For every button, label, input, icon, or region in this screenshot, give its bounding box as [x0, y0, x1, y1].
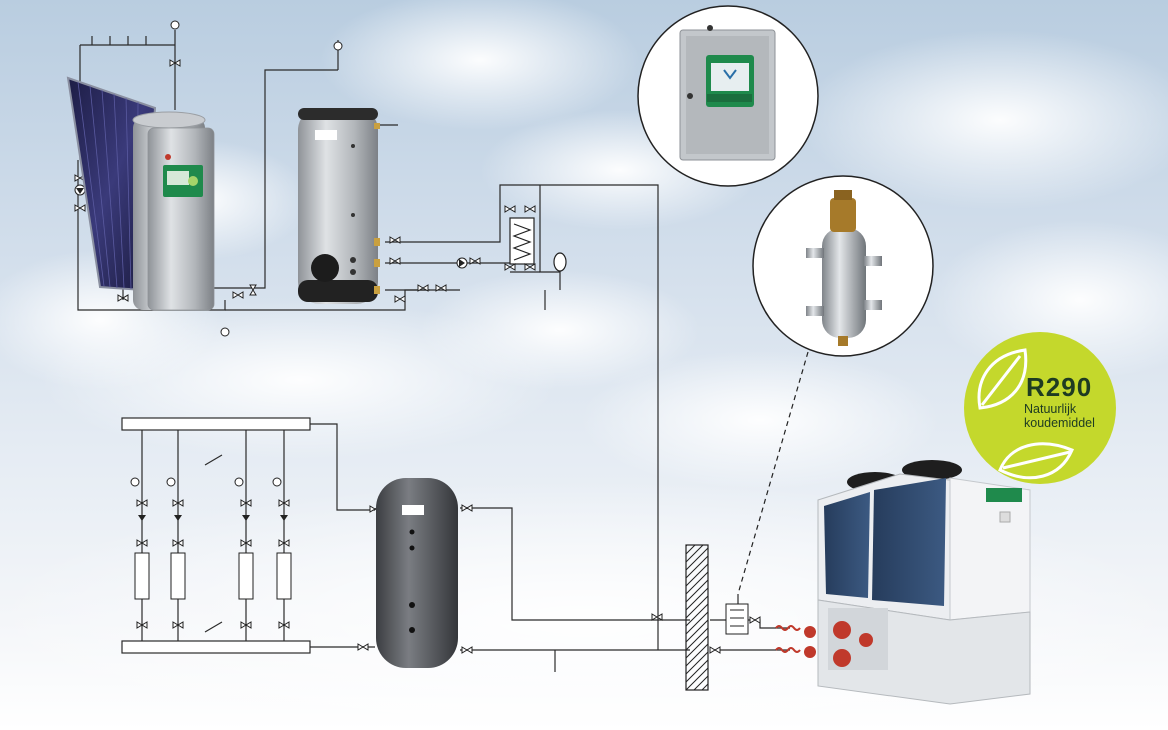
building-wall [685, 544, 709, 691]
leaf-icon [977, 348, 1074, 480]
controller-box-icon [637, 5, 819, 187]
heat-exchanger-icon [509, 217, 535, 265]
separator-icon [752, 175, 934, 357]
dirt-separator-symbol [725, 603, 749, 635]
zone-circuits [130, 477, 761, 654]
refrigerant-code: R290 [1026, 372, 1093, 402]
flex-hose [775, 625, 801, 653]
expansion-vessel-icon [553, 252, 567, 272]
refrigerant-description: Natuurlijk koudemiddel [1024, 402, 1095, 430]
valve-icon [74, 59, 536, 303]
heat-pump-icon [804, 460, 1031, 705]
storage-tank-icon [298, 108, 380, 304]
leader-line [737, 351, 809, 595]
badge-line-1: Natuurlijk [1024, 402, 1077, 416]
r290-badge [964, 332, 1116, 484]
pump-icon [74, 184, 468, 269]
thermometer-icon [170, 20, 343, 337]
badge-line-2: koudemiddel [1024, 416, 1095, 430]
buffer-tank-icon [376, 478, 458, 668]
water-heater-icon [132, 111, 215, 311]
bottom-piping [121, 417, 790, 672]
